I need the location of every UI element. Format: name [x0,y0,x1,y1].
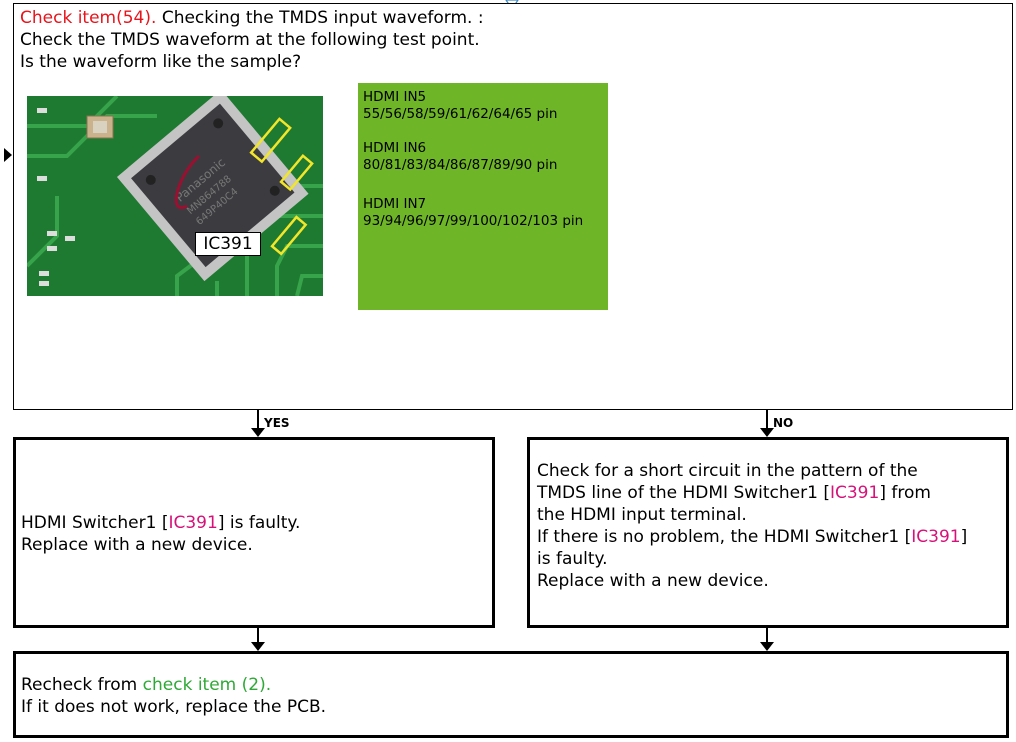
pcb-photo: Panasonic MN864788 649P40C4 IC391 [27,96,323,296]
no-result-line3: the HDMI input terminal. [537,505,747,525]
ic391-link[interactable]: IC391 [829,483,880,503]
check-instruction: Check the TMDS waveform at the following… [20,30,480,50]
check-item-number[interactable]: Check item(54). [20,8,157,28]
check-item-2-link[interactable]: check item (2). [142,675,272,695]
ic391-link[interactable]: IC391 [168,513,218,533]
check-question: Is the waveform like the sample? [20,52,302,72]
no-result-line6: Replace with a new device. [537,571,769,591]
no-to-final-arrowhead [760,642,774,651]
left-incoming-arrow [4,148,12,162]
final-box: Recheck from check item (2). If it does … [13,651,1009,738]
ic391-label: IC391 [195,232,261,256]
yes-result-box: HDMI Switcher1 [IC391] is faulty. Replac… [13,437,495,628]
check-item-heading: Checking the TMDS input waveform. : [156,8,484,28]
no-result-line4: If there is no problem, the HDMI Switche… [537,527,968,547]
no-arrowhead [760,428,774,437]
check-item-box: Check item(54). Checking the TMDS input … [13,3,1013,410]
no-result-line1: Check for a short circuit in the pattern… [537,461,918,481]
no-label: NO [773,416,794,430]
pcb-illustration: Panasonic MN864788 649P40C4 [27,96,323,296]
hdmi-in7-pins: 93/94/96/97/99/100/102/103 pin [363,213,584,229]
hdmi-in6-title: HDMI IN6 [363,140,427,156]
yes-to-final-arrowhead [251,642,265,651]
yes-result-line1: HDMI Switcher1 [IC391] is faulty. [21,513,301,533]
no-result-line2: TMDS line of the HDMI Switcher1 [IC391] … [537,483,931,503]
final-line1: Recheck from check item (2). [21,675,272,695]
no-result-line5: is faulty. [537,549,608,569]
final-line2: If it does not work, replace the PCB. [21,697,327,717]
yes-label: YES [264,416,290,430]
ic391-link[interactable]: IC391 [911,527,961,547]
hdmi-in7-title: HDMI IN7 [363,196,427,212]
yes-arrowhead [251,428,265,437]
pin-info-box: HDMI IN5 55/56/58/59/61/62/64/65 pin HDM… [358,83,608,310]
check-item-title: Check item(54). Checking the TMDS input … [20,7,484,29]
hdmi-in6-pins: 80/81/83/84/86/87/89/90 pin [363,157,558,173]
hdmi-in5-title: HDMI IN5 [363,89,427,105]
hdmi-in5-pins: 55/56/58/59/61/62/64/65 pin [363,106,558,122]
yes-result-line2: Replace with a new device. [21,535,253,555]
no-result-box: Check for a short circuit in the pattern… [527,437,1009,628]
